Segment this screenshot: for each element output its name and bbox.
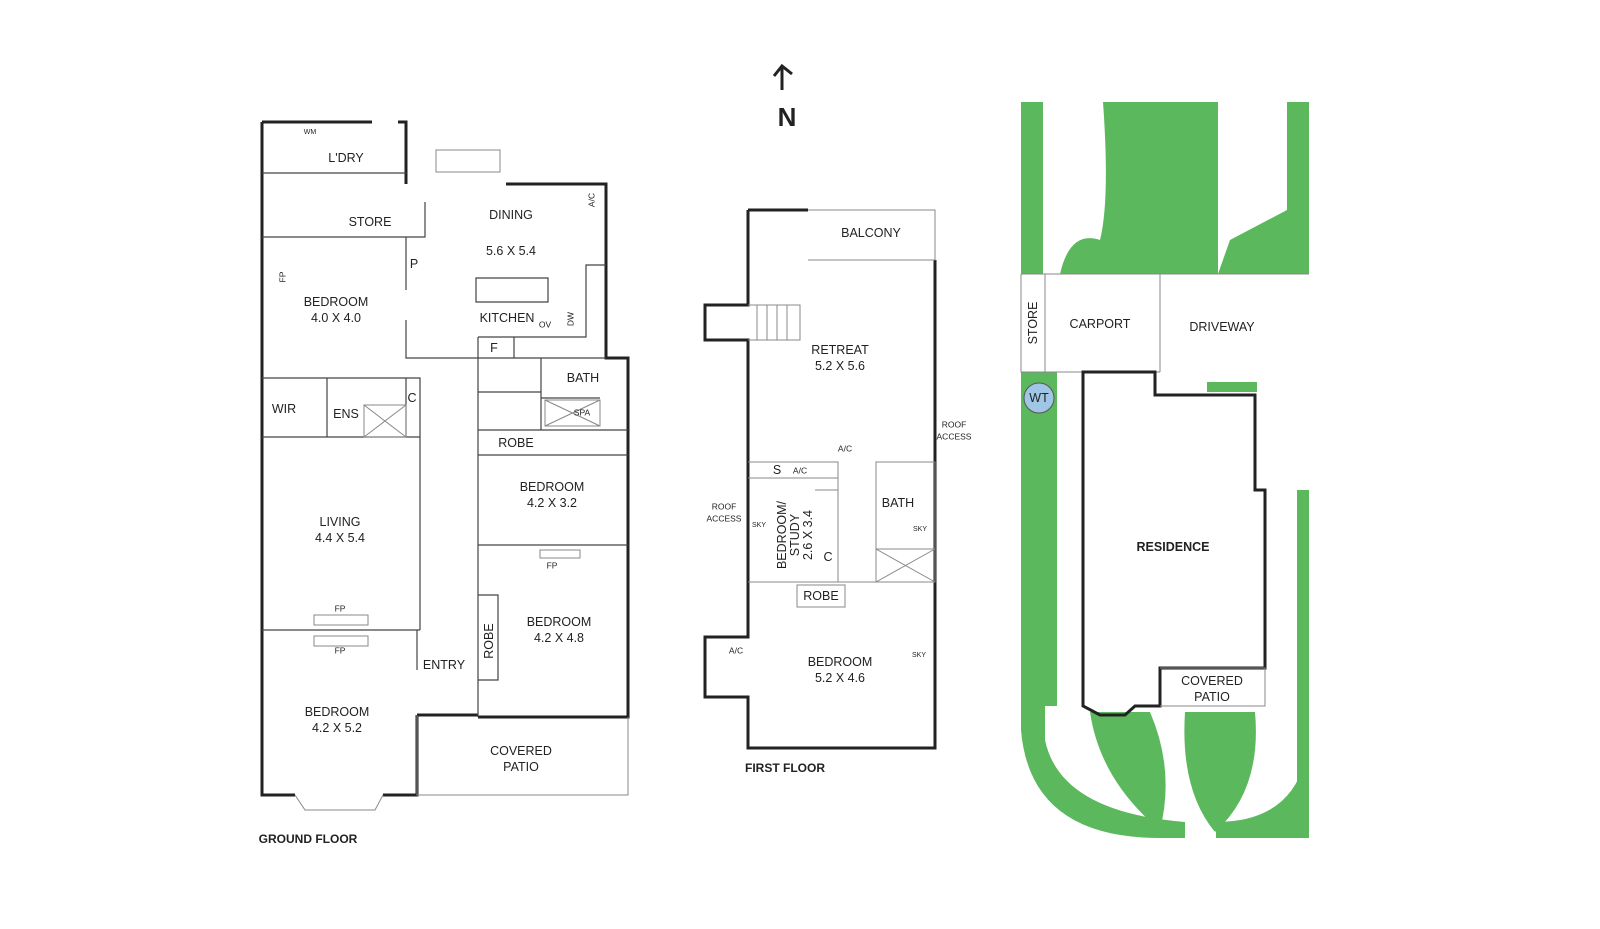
room-study-size: 2.6 X 3.4	[801, 509, 815, 561]
ac-label: A/C	[837, 443, 853, 454]
ground-floor-title: GROUND FLOOR	[258, 832, 358, 846]
room-dining: DINING	[489, 208, 533, 222]
site-residence: RESIDENCE	[1136, 540, 1210, 554]
fireplace-label: FP	[334, 603, 346, 614]
spa-label: SPA	[573, 407, 591, 418]
skylight-label: SKY	[911, 652, 927, 659]
garden-bed	[1021, 372, 1057, 706]
site-covered-patio: COVERED	[1181, 674, 1243, 688]
cupboard-label: C	[823, 550, 833, 564]
oven-label: OV	[538, 319, 552, 330]
room-robe: ROBE	[498, 436, 534, 450]
room-bedroom-1-size: 4.0 X 4.0	[310, 311, 362, 325]
roof-access-label: ACCESS	[936, 431, 972, 442]
room-balcony: BALCONY	[841, 226, 901, 240]
fireplace-label: FP	[546, 560, 558, 571]
room-entry: ENTRY	[422, 658, 466, 672]
roof-access-label: ACCESS	[706, 513, 742, 524]
dishwasher-label: DW	[565, 311, 576, 327]
covered-patio: COVERED	[490, 744, 552, 758]
north-label: N	[777, 102, 797, 132]
room-robe: ROBE	[482, 623, 496, 659]
skylight-label: SKY	[912, 526, 928, 533]
skylight-label: SKY	[751, 522, 767, 529]
fridge-label: F	[490, 341, 498, 355]
room-store: STORE	[348, 215, 392, 229]
ac-label: A/C	[728, 645, 744, 656]
site-store: STORE	[1026, 301, 1040, 345]
ground-floor-walls	[260, 120, 630, 811]
site-covered-patio: PATIO	[1194, 690, 1230, 704]
covered-patio: PATIO	[503, 760, 539, 774]
room-bedroom: BEDROOM	[807, 655, 873, 669]
room-bedroom-3: BEDROOM	[526, 615, 592, 629]
room-dining-size: 5.6 X 5.4	[485, 244, 537, 258]
garden-bed	[1287, 102, 1309, 274]
room-bedroom-4-size: 4.2 X 5.2	[311, 721, 363, 735]
cupboard-label: C	[407, 391, 417, 405]
room-laundry: L'DRY	[328, 151, 364, 165]
garden-bed	[1297, 490, 1309, 838]
site-carport: CARPORT	[1069, 317, 1131, 331]
north-arrow-icon	[772, 63, 793, 90]
storage-label: S	[772, 463, 782, 477]
room-bedroom-3-size: 4.2 X 4.8	[533, 631, 585, 645]
room-bath: BATH	[566, 371, 600, 385]
pantry-label: P	[409, 257, 419, 271]
lawn	[1060, 102, 1218, 274]
ac-label: A/C	[792, 465, 808, 476]
washing-machine-label: WM	[303, 129, 317, 136]
first-floor-title: FIRST FLOOR	[745, 761, 825, 775]
site-plan	[1020, 102, 1309, 838]
room-bedroom-2-size: 4.2 X 3.2	[526, 496, 578, 510]
room-living-size: 4.4 X 5.4	[314, 531, 366, 545]
water-tank-label: WT	[1029, 391, 1049, 405]
garden-bed	[1021, 102, 1043, 274]
room-robe: ROBE	[803, 589, 839, 603]
roof-access-label: ROOF	[941, 419, 967, 430]
room-bedroom-1: BEDROOM	[303, 295, 369, 309]
room-kitchen: KITCHEN	[479, 311, 535, 325]
water-tank-icon	[1023, 382, 1055, 414]
fireplace-label: FP	[334, 645, 346, 656]
room-bedroom-4: BEDROOM	[304, 705, 370, 719]
room-retreat: RETREAT	[811, 343, 869, 357]
room-wir: WIR	[271, 402, 297, 416]
room-living: LIVING	[319, 515, 361, 529]
room-bedroom-size: 5.2 X 4.6	[814, 671, 866, 685]
room-retreat-size: 5.2 X 5.6	[814, 359, 866, 373]
room-bedroom-2: BEDROOM	[519, 480, 585, 494]
site-driveway: DRIVEWAY	[1189, 320, 1255, 334]
roof-access-label: ROOF	[711, 501, 737, 512]
first-floor-walls	[703, 208, 937, 750]
room-ensuite: ENS	[333, 407, 359, 421]
ac-label: A/C	[586, 192, 597, 208]
room-bath: BATH	[881, 496, 915, 510]
fireplace-label: FP	[277, 271, 288, 283]
